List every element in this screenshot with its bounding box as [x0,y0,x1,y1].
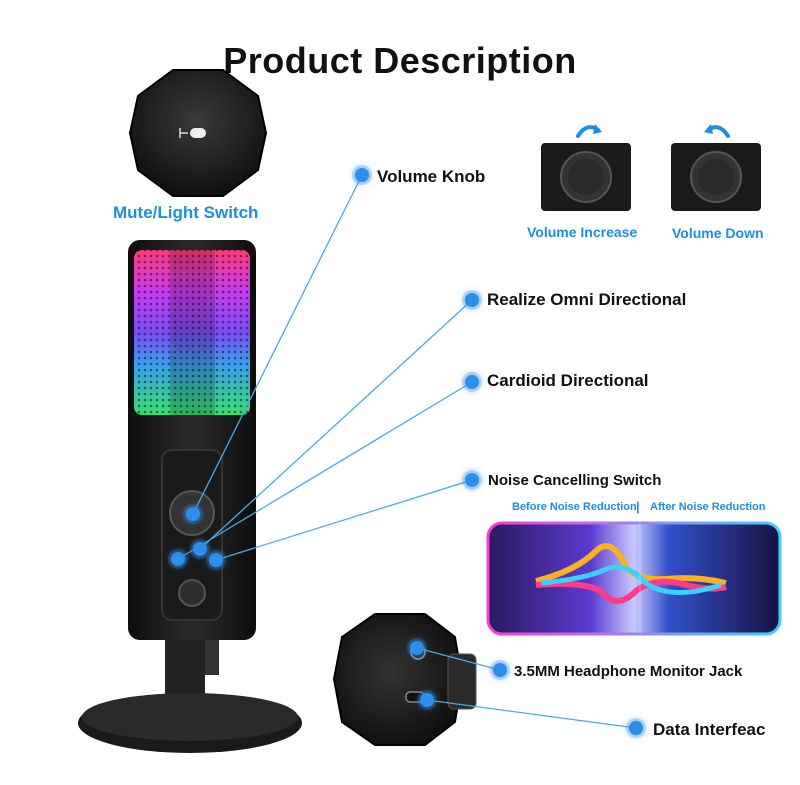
volume-increase-label: Volume Increase [527,224,638,240]
data-port-dot [420,693,434,707]
data-interface-label: Data Interfeac [653,720,766,739]
cardioid-button-dot [193,542,207,556]
omni-button-dot [171,552,185,566]
noise-button-dot [209,553,223,567]
noise-reduction-separator: | [636,499,640,514]
volume-knob-dot [186,507,200,521]
before-noise-reduction-label: Before Noise Reduction [512,501,637,513]
after-noise-reduction-label: After Noise Reduction [650,501,766,513]
omni-label-dot [465,293,479,307]
volume-down-label: Volume Down [672,225,764,241]
headphone-monitor-jack-label: 3.5MM Headphone Monitor Jack [514,663,743,680]
mute-light-switch-label: Mute/Light Switch [113,203,259,222]
bottom-ports-image [332,613,477,746]
cardioid-directional-label: Cardioid Directional [487,371,649,390]
microphone-image [78,240,302,753]
page-title: Product Description [223,40,577,81]
mute-switch-cap-image [128,69,268,197]
volume-knob-label: Volume Knob [377,167,486,186]
arrow-counterclockwise-icon [704,124,730,138]
data-interface-label-dot [629,721,643,735]
cardioid-label-dot [465,375,479,389]
noise-switch-label-dot [465,473,479,487]
noise-reduction-waveform-image [486,521,782,636]
arrow-clockwise-icon [576,124,602,138]
volume-down-knob-image [671,143,761,211]
noise-cancelling-switch-label: Noise Cancelling Switch [488,472,662,489]
volume-increase-knob-image [541,143,631,211]
headphone-label-dot [493,663,507,677]
volume-knob-label-dot [355,168,369,182]
headphone-jack-dot [410,641,424,655]
omni-directional-label: Realize Omni Directional [487,290,687,309]
